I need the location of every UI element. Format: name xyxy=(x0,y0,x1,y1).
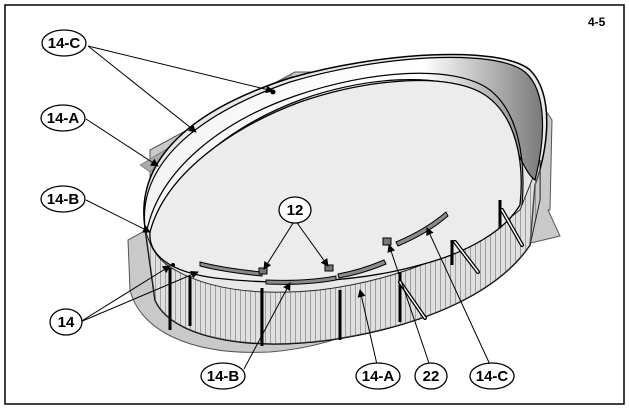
page-number: 4-5 xyxy=(588,15,606,29)
callout-14b-left: 14-B xyxy=(40,185,86,213)
callout-14c-bottom: 14-C xyxy=(469,362,515,390)
callout-14b-bottom: 14-B xyxy=(200,362,246,390)
connectors xyxy=(258,237,392,275)
callout-label: 14-A xyxy=(362,368,395,385)
callout-12: 12 xyxy=(278,196,312,224)
top-rail-segments xyxy=(199,211,449,285)
callout-label: 14-B xyxy=(207,368,240,385)
callout-14: 14 xyxy=(49,308,83,336)
callout-label: 12 xyxy=(287,202,304,219)
callout-label: 14 xyxy=(58,314,75,331)
callout-14c-top: 14-C xyxy=(41,29,87,57)
callout-label: 14-C xyxy=(48,35,81,52)
callout-label: 14-B xyxy=(47,191,80,208)
leader-lines xyxy=(79,45,493,370)
callout-22: 22 xyxy=(414,362,448,390)
slat-shade xyxy=(145,160,540,344)
top-edge xyxy=(146,72,524,231)
pool-wall-slats xyxy=(144,159,541,345)
callout-14a-bottom: 14-A xyxy=(355,362,401,390)
callout-label: 22 xyxy=(423,368,440,385)
callout-14a-left: 14-A xyxy=(40,104,86,132)
callout-label: 14-A xyxy=(47,110,80,127)
callout-label: 14-C xyxy=(476,368,509,385)
